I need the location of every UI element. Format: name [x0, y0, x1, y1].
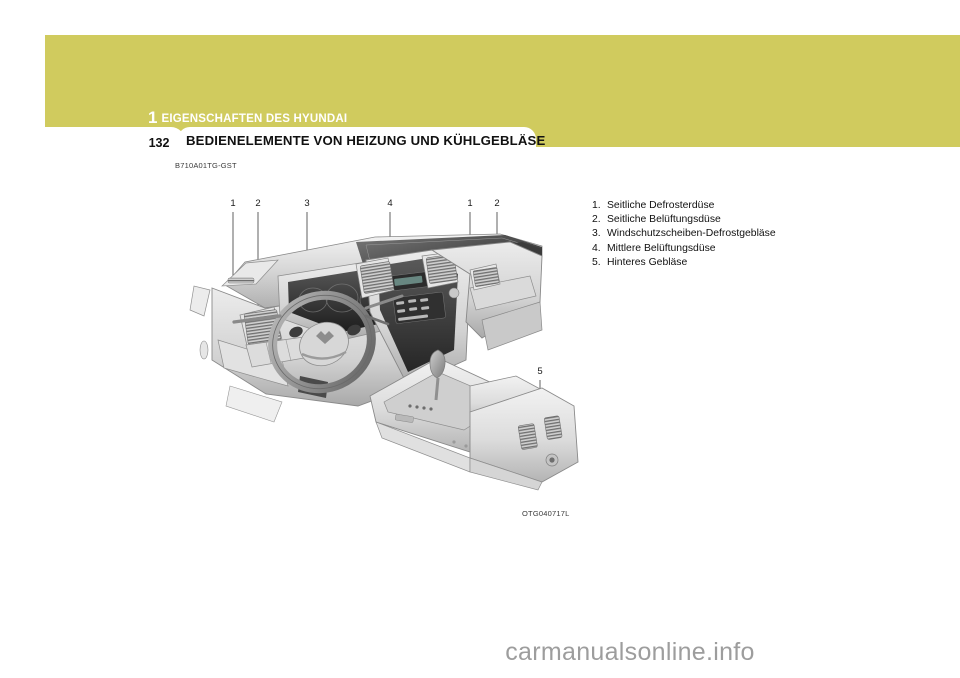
climate-control-panel[interactable]	[392, 291, 446, 324]
callout-5: 5	[537, 366, 543, 377]
left-door-trim	[189, 285, 211, 317]
callout-1-right: 1	[467, 198, 473, 209]
legend-index: 4.	[592, 242, 601, 254]
site-watermark: carmanualsonline.info	[0, 638, 960, 667]
legend-text: Seitliche Defrosterdüse	[607, 200, 715, 211]
list-item: 3. Windschutzscheiben-Defrostgebläse	[592, 227, 912, 241]
legend-text: Mittlere Belüftungsdüse	[607, 242, 716, 254]
center-vent-right-grille	[425, 254, 458, 284]
chapter-breadcrumb: 1 EIGENSCHAFTEN DES HYUNDAI	[148, 108, 347, 126]
right-wheel-switch[interactable]	[346, 323, 363, 338]
climate-buttons[interactable]	[396, 298, 430, 321]
legend-index: 1.	[592, 200, 601, 211]
callout-4: 4	[387, 198, 393, 209]
dashboard-illustration	[189, 212, 579, 491]
list-item: 2. Seitliche Belüftungsdüse	[592, 213, 912, 227]
gear-position-indicator	[408, 404, 433, 411]
glovebox-seams	[265, 339, 292, 364]
wiper-stalk[interactable]	[364, 294, 404, 310]
passenger-airbag-panel	[469, 275, 537, 311]
legend-text: Hinteres Gebläse	[607, 256, 688, 268]
legend-index: 2.	[592, 214, 601, 226]
console-switch[interactable]	[395, 413, 414, 423]
legend-index: 5.	[592, 256, 601, 268]
legend-text: Windschutzscheiben-Defrostgebläse	[607, 228, 776, 240]
hyundai-logo-icon	[316, 331, 334, 344]
steering-wheel	[268, 290, 376, 394]
left-wheel-switch[interactable]	[288, 325, 305, 340]
callout-3: 3	[304, 198, 310, 209]
door-trim-handle	[199, 340, 209, 360]
legend-text: Seitliche Belüftungsdüse	[607, 214, 721, 226]
page-number: 132	[148, 136, 170, 150]
watermark-text: carmanualsonline.info	[505, 638, 755, 666]
figure-code-label: B710A01TG-GST	[175, 161, 237, 170]
column-shift-lever[interactable]	[364, 314, 390, 326]
chapter-name: EIGENSCHAFTEN DES HYUNDAI	[161, 113, 348, 125]
kick-panel	[225, 385, 283, 423]
airbag-hub	[299, 321, 349, 367]
rear-console-skirt	[469, 457, 543, 491]
center-vent-left-grille	[359, 261, 395, 294]
audio-display	[394, 275, 423, 286]
rear-vent-right	[543, 415, 563, 440]
list-item: 4. Mittlere Belüftungsdüse	[592, 242, 912, 256]
section-title-tab	[178, 127, 536, 147]
wheel-lower-spoke	[301, 350, 347, 360]
rear-power-outlet-inner	[549, 457, 555, 463]
callout-1-left: 1	[230, 198, 236, 209]
legend-list: 1. Seitliche Defrosterdüse 2. Seitliche …	[592, 199, 912, 270]
page-title: BEDIENELEMENTE VON HEIZUNG UND KÜHLGEBLÄ…	[186, 133, 546, 148]
console-trim-dots	[452, 440, 468, 448]
callout-2-left: 2	[255, 198, 261, 209]
chapter-number: 1	[148, 108, 158, 127]
header-band-notch	[45, 127, 185, 147]
shifter-shaft	[434, 377, 440, 401]
figure-caption: OTG040717L	[522, 509, 570, 518]
dashboard-diagram	[170, 190, 590, 510]
legend-index: 3.	[592, 228, 601, 240]
passenger-lower-trim	[481, 301, 543, 351]
callout-2-right: 2	[494, 198, 500, 209]
list-item: 1. Seitliche Defrosterdüse	[592, 199, 912, 213]
hazard-button[interactable]	[448, 287, 460, 299]
turn-signal-stalk[interactable]	[232, 314, 282, 324]
rear-vent-left	[517, 423, 538, 450]
list-item: 5. Hinteres Gebläse	[592, 256, 912, 270]
left-defroster-grille	[227, 277, 255, 284]
right-side-vent-grille	[472, 267, 500, 287]
